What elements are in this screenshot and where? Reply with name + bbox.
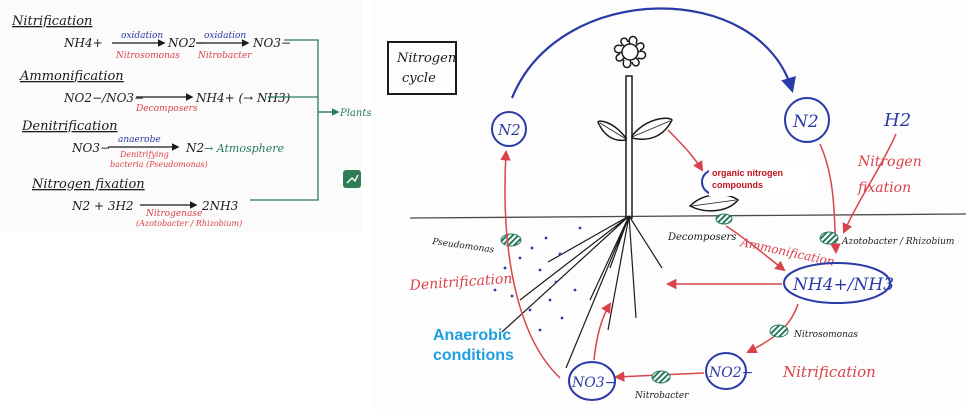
nitrosomonas-bacterium-icon — [769, 324, 789, 338]
azotobacter-bacterium-icon — [819, 231, 839, 245]
leaf-left-icon — [597, 120, 627, 142]
flower-icon — [613, 35, 647, 69]
anaerobic-label-line-2: conditions — [433, 347, 514, 364]
nitrogen-fixation-heading: Nitrogen fixation — [31, 177, 145, 192]
title-box — [387, 41, 457, 95]
azotobacter-label: Azotobacter / Rhizobium — [841, 237, 954, 247]
oxidation-label-2: oxidation — [204, 31, 246, 41]
ammonification-arrow — [725, 225, 786, 272]
anaerobic-label-line-1: Anaerobic — [433, 327, 511, 344]
organic-label-box — [709, 164, 809, 196]
atmosphere-arc-arrow — [510, 7, 796, 99]
nitrate-label: NO3− — [571, 375, 616, 391]
nitrification-heading: Nitrification — [11, 14, 92, 29]
ammonium-node — [783, 262, 891, 304]
decomposer-bacterium-icon — [715, 213, 733, 225]
nitrobacter-bacterium-icon — [651, 370, 671, 384]
n2-left-label: N2 — [497, 121, 521, 139]
nitrogen-fixation-product: 2NH3 — [201, 199, 239, 213]
denitrification-heading: Denitrification — [21, 119, 118, 134]
denitrifying-bacteria-label-2: bacteria (Pseudomonas) — [110, 160, 208, 169]
azotobacter-rhizobium-label-left: (Azotobacter / Rhizobium) — [136, 219, 242, 228]
atmosphere-label: → Atmosphere — [204, 142, 284, 155]
fallen-leaf-icon — [688, 193, 740, 212]
n2-left-node — [491, 111, 527, 147]
nitrogenase-label: Nitrogenase — [145, 209, 202, 219]
h2-label: H2 — [883, 110, 911, 131]
oxidation-label-1: oxidation — [121, 31, 163, 41]
reactions-panel: Nitrification NH4+ oxidation Nitrosomona… — [0, 0, 371, 232]
nitrogen-fixation-reactant: N2 + 3H2 — [71, 199, 134, 213]
nitrite-label: NO2− — [708, 365, 753, 381]
nitrobacter-label: Nitrobacter — [197, 51, 252, 61]
panel-background — [0, 0, 362, 232]
ammonification-reactant: NO2−/NO3− — [63, 91, 144, 105]
plant-roots — [501, 215, 663, 369]
panel-badge-icon — [343, 170, 361, 188]
leaf-right-icon — [631, 117, 673, 140]
decomposers-label-left: Decomposers — [135, 104, 198, 114]
nitrobacter-label: Nitrobacter — [634, 391, 689, 401]
denitrifying-bacteria-label-1: Denitrifying — [119, 150, 169, 159]
nitrification-reactant: NH4+ — [63, 36, 103, 50]
pseudomonas-bacterium-icon — [500, 233, 522, 247]
nitrate-to-roots-arrow — [593, 302, 612, 361]
ammonification-product: NH4+ (→ NH3) — [195, 91, 291, 105]
h2-fixation-arrow — [842, 133, 897, 234]
nitrosomonas-label: Nitrosomonas — [115, 51, 180, 61]
organic-label-line-2: compounds — [712, 180, 763, 190]
cycle-diagram: Nitrogen cycle N2 N2 H2 organic n — [372, 0, 966, 409]
fixation-label-line-1: Nitrogen — [857, 154, 922, 170]
plants-label: Plants — [339, 108, 371, 119]
title-line-1: Nitrogen — [396, 51, 456, 66]
ground-line — [409, 213, 966, 219]
plant-to-organic-arrow — [667, 129, 704, 172]
cycle-background — [372, 0, 966, 409]
nitrite-node — [705, 352, 747, 390]
denitrification-arrow — [500, 149, 561, 379]
decomposers-label: Decomposers — [667, 232, 736, 243]
n2-right-node — [784, 97, 830, 143]
fixation-label-line-2: fixation — [857, 180, 911, 196]
denitrification-reactant: NO3− — [71, 141, 110, 155]
title-line-2: cycle — [402, 71, 436, 86]
ammonification-heading: Ammonification — [19, 69, 124, 84]
nitrification-intermediate: NO2− — [167, 36, 206, 50]
nitrosomonas-label: Nitrosomonas — [793, 330, 858, 340]
denitrification-label: Denitrification — [408, 271, 513, 294]
soil-dots — [493, 226, 582, 332]
anaerobe-label: anaerobe — [118, 135, 161, 145]
denitrification-product: N2 — [185, 141, 204, 155]
nitrification-label: Nitrification — [782, 363, 876, 381]
n2-right-label: N2 — [792, 112, 819, 132]
nitrate-node — [568, 361, 616, 401]
plant-illustration — [501, 35, 673, 369]
nitrification-product: NO3− — [252, 36, 291, 50]
ammonium-label: NH4+/NH3 — [792, 275, 894, 295]
organic-label-line-1: organic nitrogen — [712, 168, 783, 178]
